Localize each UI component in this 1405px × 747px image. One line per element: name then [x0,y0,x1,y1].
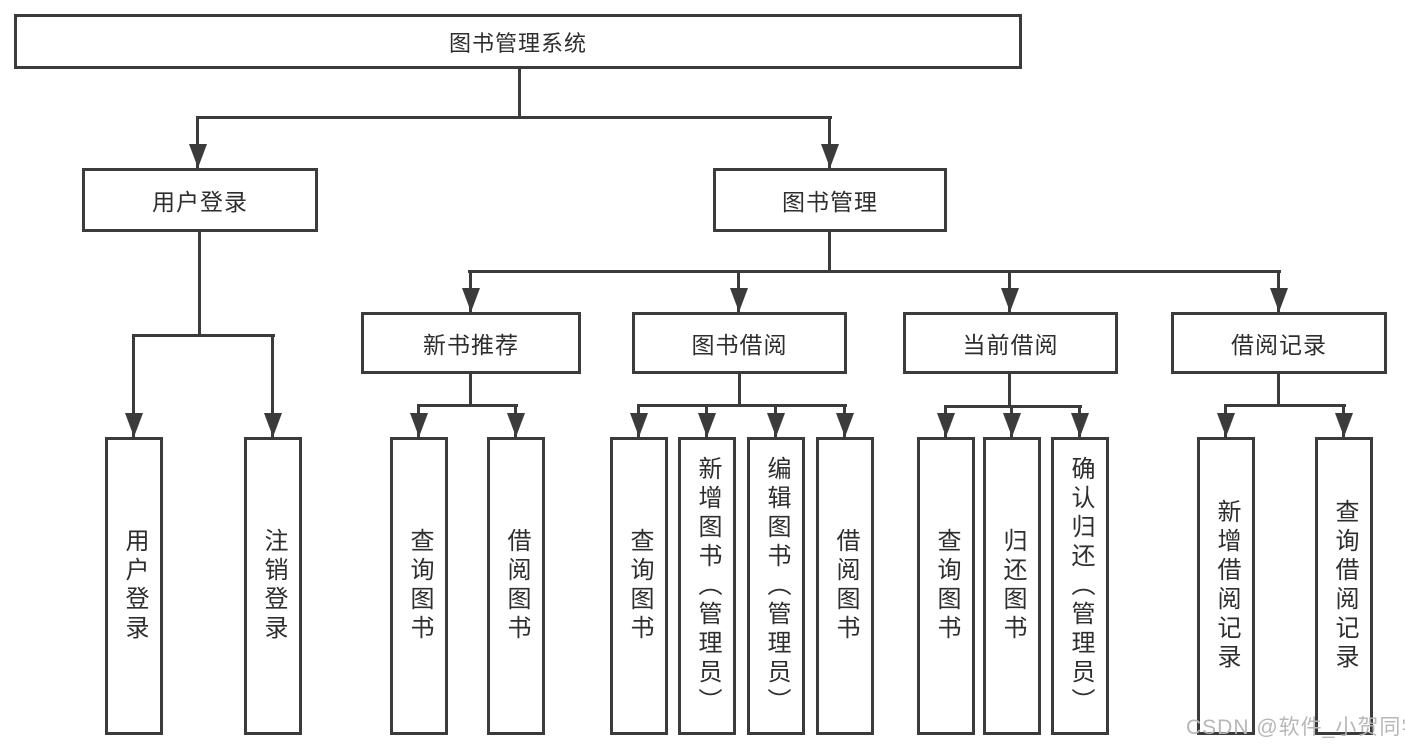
connector-down-arrow [821,116,839,168]
leaf-confirm-return-admin: 确认归还（管理员） [1051,437,1109,735]
connector-down-arrow [462,271,480,312]
connector-vline [518,69,521,117]
connector-down-arrow [1001,271,1019,312]
node-current-borrowing: 当前借阅 [903,312,1118,374]
node-label: 注销登录 [260,528,287,644]
leaf-query-borrow-record: 查询借阅记录 [1315,437,1373,735]
connector-down-arrow [1217,405,1235,437]
leaf-add-book-admin: 新增图书（管理员） [678,437,736,735]
leaf-add-borrow-record: 新增借阅记录 [1197,437,1255,735]
node-label: 用户登录 [152,189,248,215]
connector-hline [468,270,1281,273]
leaf-query-books: 查询图书 [610,437,668,735]
node-label: 归还图书 [999,528,1026,644]
connector-down-arrow [264,335,282,437]
node-label: 借阅图书 [503,528,530,644]
connector-hline [417,404,518,407]
node-library-system: 图书管理系统 [14,14,1022,69]
connector-hline [944,405,1082,408]
connector-down-arrow [836,405,854,437]
connector-down-arrow [189,116,207,168]
node-label: 确认归还（管理员） [1067,455,1094,717]
connector-down-arrow [410,405,428,437]
node-label: 图书借阅 [691,332,788,358]
node-label: 当前借阅 [962,332,1059,358]
node-label: 图书管理 [782,189,878,215]
node-label: 借阅记录 [1231,332,1327,358]
connector-hline [637,404,847,407]
node-label: 新增图书（管理员） [694,455,721,717]
connector-vline [738,374,741,406]
node-label: 查询图书 [933,528,960,644]
connector-down-arrow [1270,271,1288,312]
node-label: 借阅图书 [832,528,859,644]
node-label: 查询借阅记录 [1331,499,1358,673]
connector-vline [469,374,472,406]
node-user-login: 用户登录 [82,168,318,232]
node-new-book-recommendation: 新书推荐 [361,312,581,374]
leaf-borrow-books: 借阅图书 [487,437,545,735]
leaf-edit-book-admin: 编辑图书（管理员） [747,437,805,735]
connector-down-arrow [630,405,648,437]
connector-vline [828,232,831,272]
connector-down-arrow [507,405,525,437]
node-label: 图书管理系统 [448,30,587,56]
connector-down-arrow [125,335,143,437]
leaf-user-login: 用户登录 [105,437,163,735]
node-label: 查询图书 [406,528,433,644]
connector-down-arrow [1003,406,1021,437]
watermark-text: CSDN @软件_小贺同学 [1186,716,1405,739]
node-label: 新增借阅记录 [1213,499,1240,673]
node-label: 查询图书 [626,528,653,644]
connector-down-arrow [937,406,955,437]
node-book-management: 图书管理 [713,168,947,232]
connector-vline [1277,374,1280,406]
connector-down-arrow [1071,406,1089,437]
node-label: 用户登录 [121,528,148,644]
leaf-logout: 注销登录 [244,437,302,735]
connector-down-arrow [698,405,716,437]
leaf-return-books: 归还图书 [983,437,1041,735]
connector-vline [198,232,201,335]
node-label: 编辑图书（管理员） [763,455,790,717]
connector-hline [1224,404,1346,407]
connector-down-arrow [1335,405,1353,437]
connector-down-arrow [730,271,748,312]
connector-hline [197,116,832,119]
connector-hline [132,334,275,337]
node-borrowing-records: 借阅记录 [1171,312,1387,374]
connector-vline [1008,374,1011,407]
leaf-query-books: 查询图书 [917,437,975,735]
connector-down-arrow [767,405,785,437]
leaf-query-books: 查询图书 [390,437,448,735]
leaf-borrow-books: 借阅图书 [816,437,874,735]
node-label: 新书推荐 [423,332,519,358]
node-book-borrowing: 图书借阅 [632,312,847,374]
